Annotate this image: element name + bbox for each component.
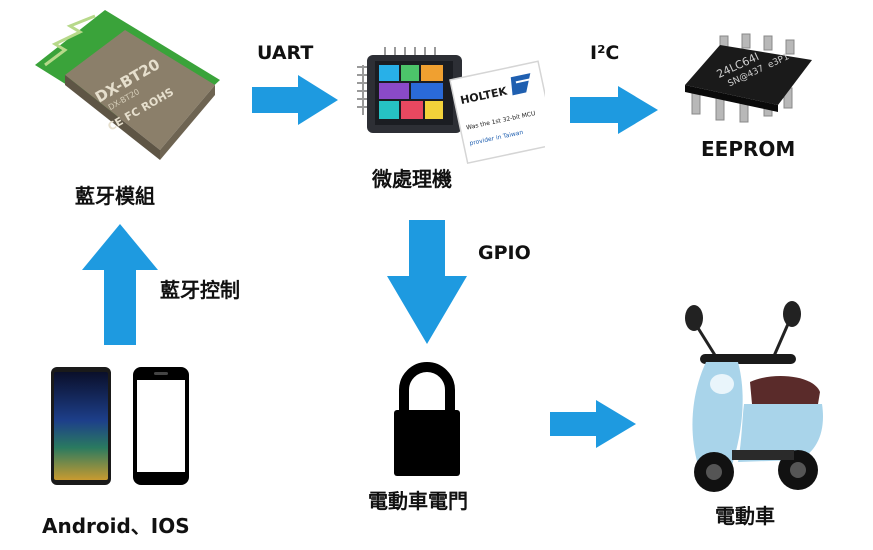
android-phone-image: [51, 367, 111, 485]
eeprom-chip-image: 24LC64I SN@437 e3P1: [685, 33, 812, 123]
arrow-mcu-to-eeprom: [570, 86, 658, 134]
scooter-label: 電動車: [715, 504, 775, 528]
electric-scooter-image: [685, 301, 823, 492]
arrow-door-to-scooter: [550, 400, 636, 448]
mcu-label: 微處理機: [372, 167, 452, 191]
gpio-label: GPIO: [478, 242, 531, 264]
arrow-phone-to-bt: [82, 224, 158, 345]
arrow-mcu-to-door: [387, 220, 467, 344]
microcontroller-image: HOLTEK Was the 1st 32-bit MCU provider i…: [357, 47, 545, 165]
i2c-label: I²C: [590, 42, 620, 64]
eeprom-label: EEPROM: [701, 137, 796, 161]
lock-icon: [394, 362, 460, 476]
door-label: 電動車電門: [368, 489, 468, 513]
bluetooth-module-image: DX-BT20 DX-BT20 CE FC ROHS: [35, 10, 220, 160]
phones-label: Android、IOS: [42, 514, 190, 538]
arrow-bt-to-mcu: [252, 75, 338, 125]
bt-control-label: 藍牙控制: [160, 278, 240, 302]
uart-label: UART: [257, 42, 314, 64]
bt-module-label: 藍牙模組: [75, 184, 155, 208]
iphone-image: [133, 367, 189, 485]
